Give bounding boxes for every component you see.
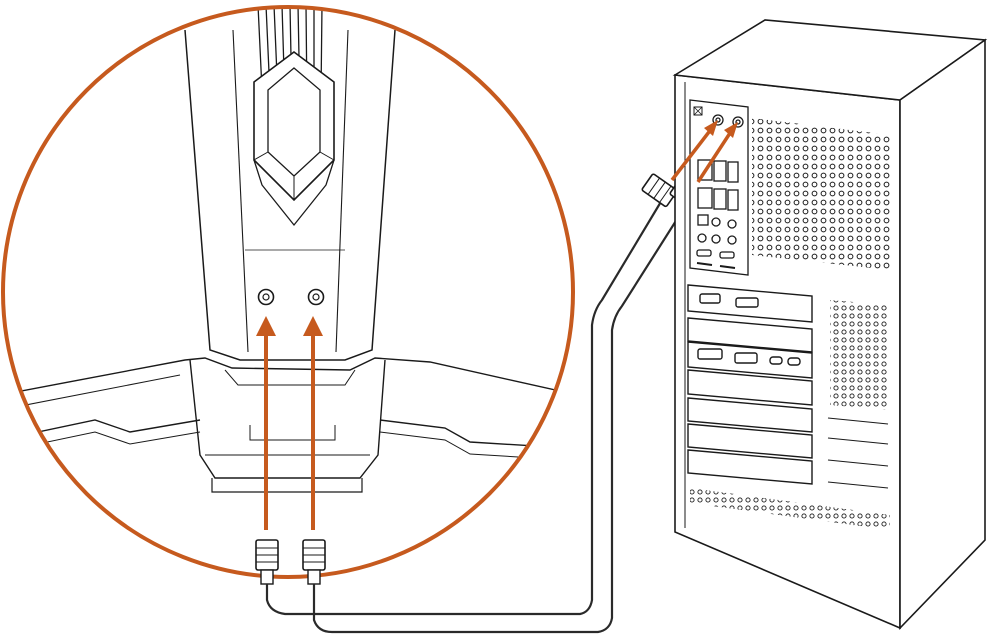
connector-right: [302, 539, 326, 585]
rear-io-panel: [689, 99, 749, 276]
insertion-arrows-circle: [256, 316, 323, 530]
insertion-arrows-pc: [670, 120, 738, 183]
coax-cable-pair: [265, 199, 687, 634]
connector-left: [255, 539, 279, 585]
pcie-wifi-card-ports: [687, 284, 813, 485]
antenna-port-left: [257, 288, 275, 306]
antenna-port-right: [307, 288, 325, 306]
router-stand: [3, 7, 573, 530]
zoom-circle: [1, 5, 575, 579]
